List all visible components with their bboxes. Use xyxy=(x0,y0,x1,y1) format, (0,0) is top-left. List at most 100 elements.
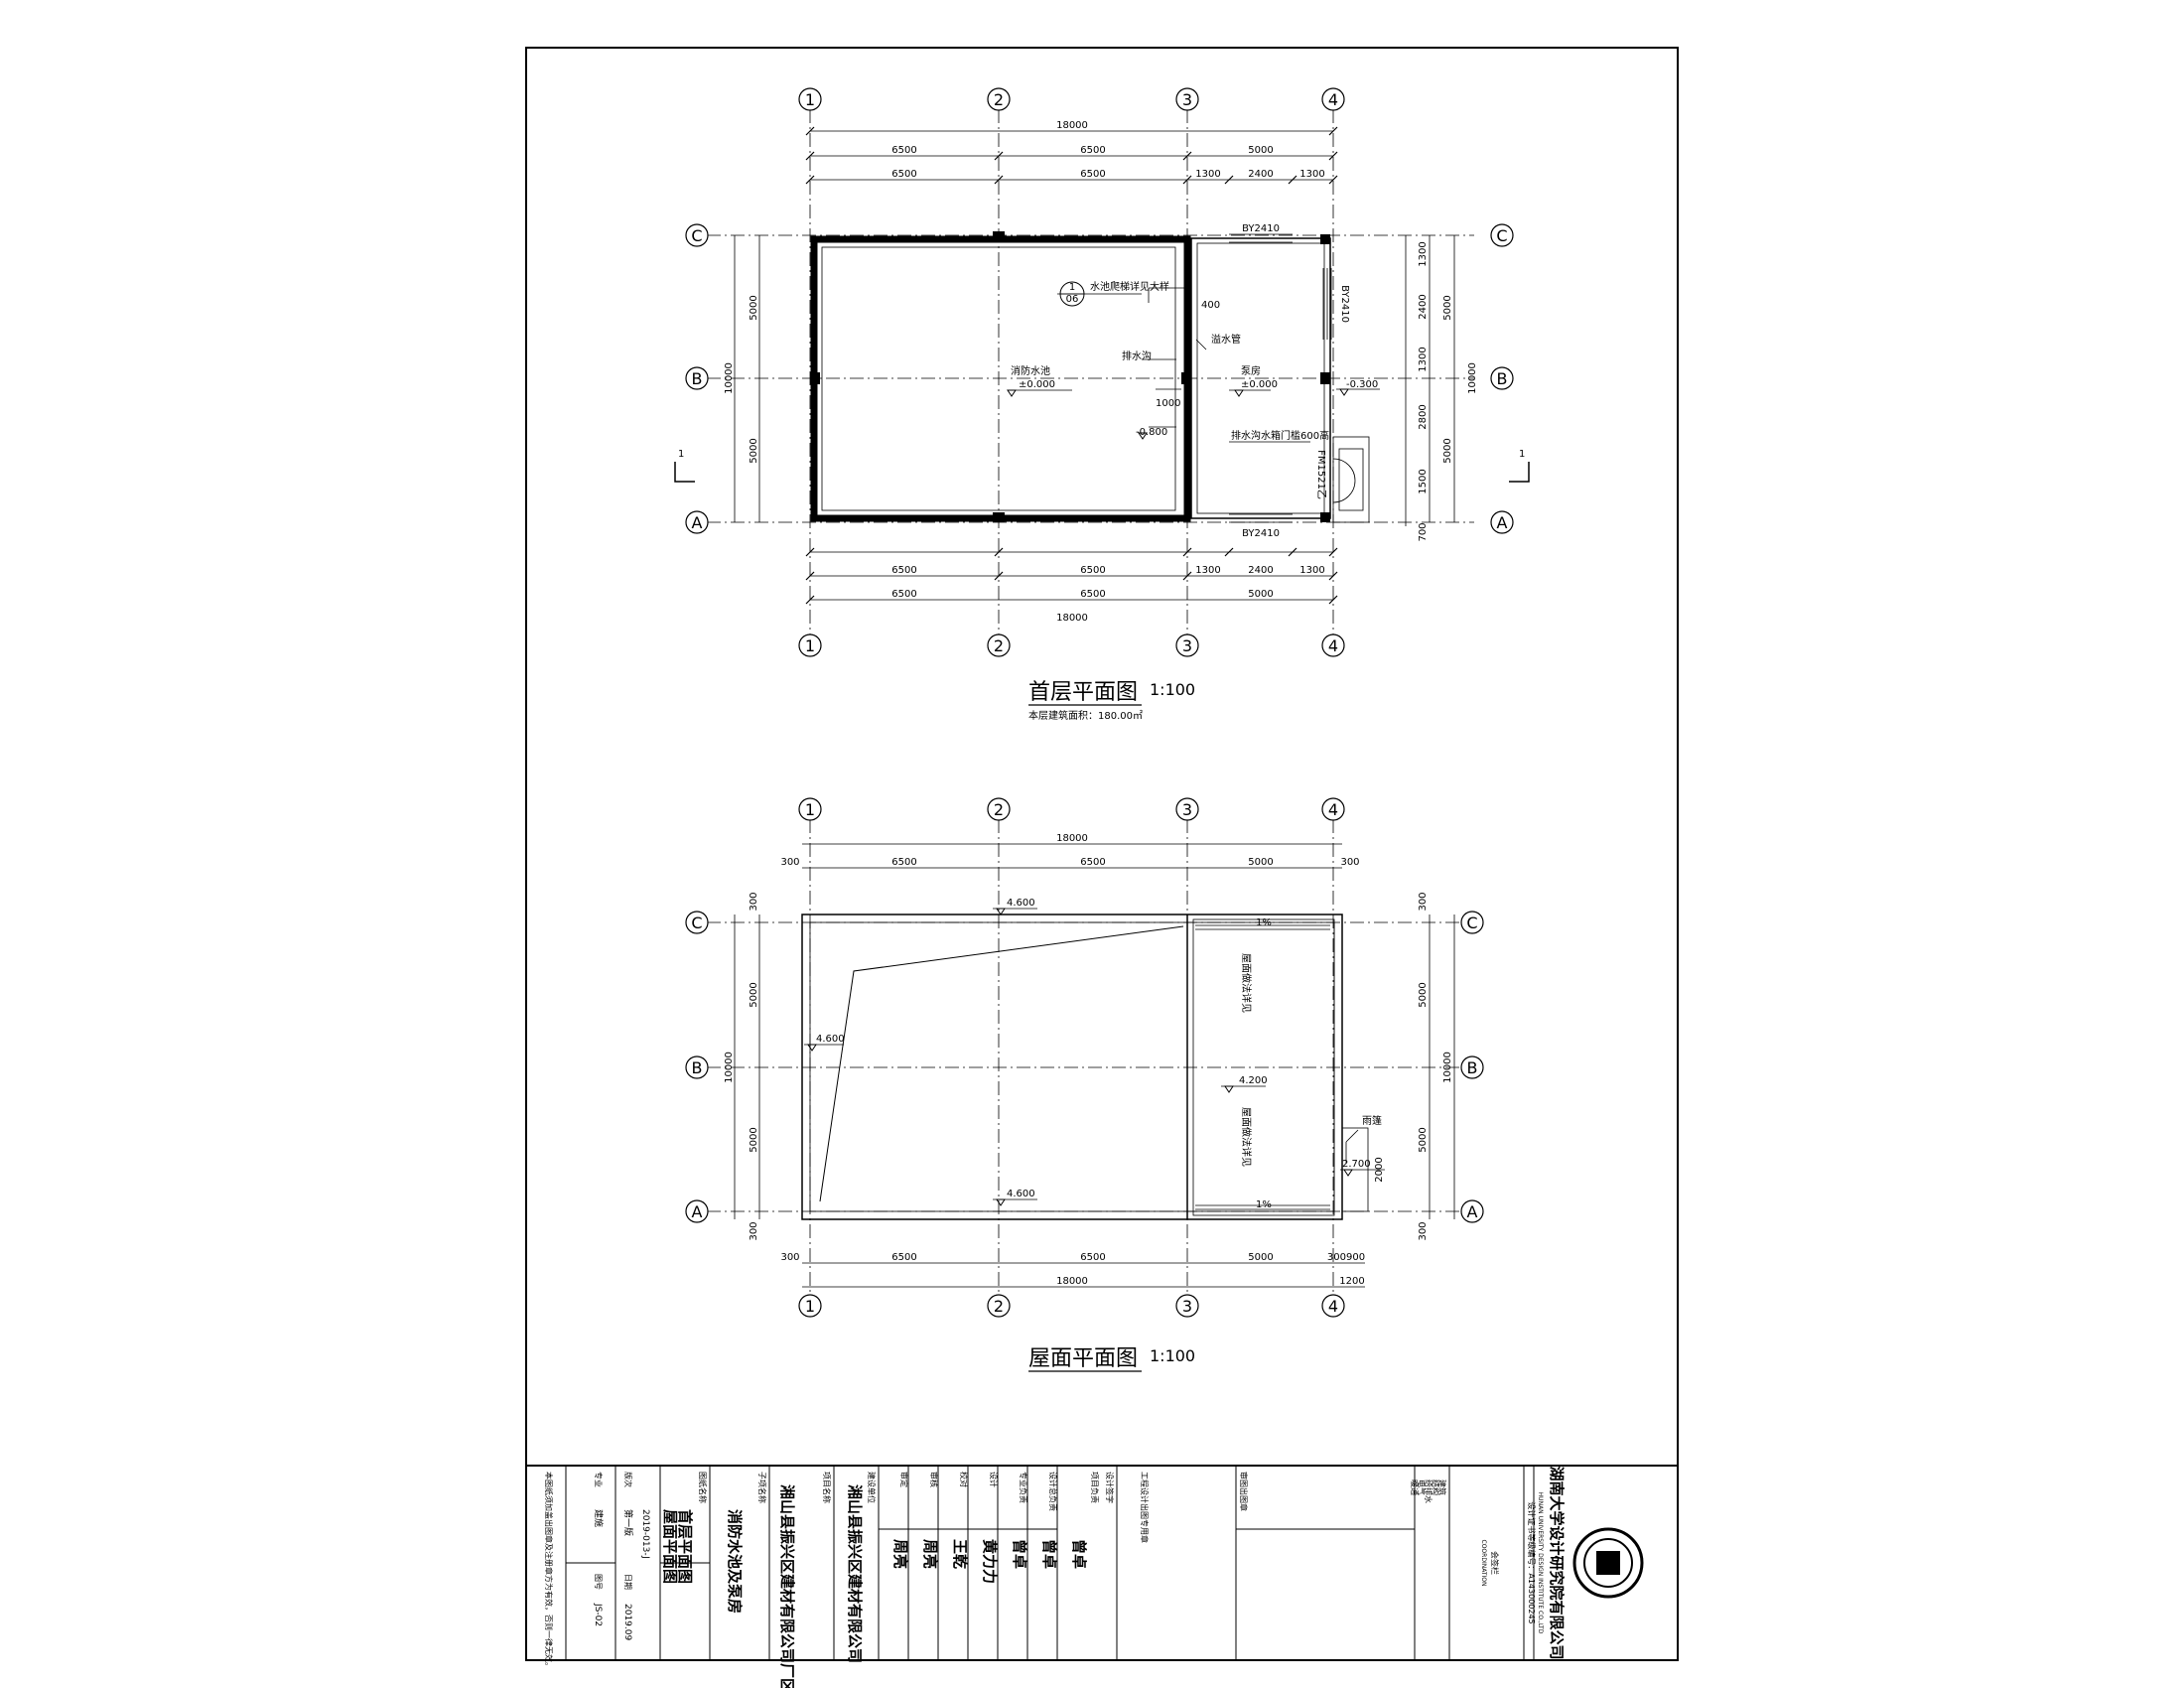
dim-top-span-2: 6500 xyxy=(1080,145,1105,156)
roof-dim-right-total: 10000 xyxy=(1442,1052,1453,1083)
outside-level: -0.300 xyxy=(1346,379,1378,390)
dim-right-detail-1: 1300 xyxy=(1418,241,1429,266)
dim-right-detail-3: 1300 xyxy=(1418,347,1429,371)
roof-plan-scale: 1:100 xyxy=(1150,1346,1195,1365)
roof-dim-top-1: 300 xyxy=(780,857,799,868)
dim-top-span-3: 5000 xyxy=(1248,145,1273,156)
section-mark-left: 1 xyxy=(678,449,684,460)
dim-top-detail-3: 1300 xyxy=(1195,169,1220,180)
tb-drawing-1: 首层平面图 xyxy=(676,1509,694,1584)
tb-subitem-label: 子项名称 xyxy=(757,1472,767,1503)
roof-dim-right-4: 300 xyxy=(1418,1221,1429,1240)
dim-right-detail-5: 1500 xyxy=(1418,469,1429,493)
window-label-top: BY2410 xyxy=(1242,223,1280,234)
tb-chief-label: 项目负责 xyxy=(1090,1472,1100,1503)
tb-design-no: 2019-013-J xyxy=(640,1509,650,1559)
tb-cosign-2: 结构 xyxy=(1431,1479,1440,1495)
roof-dim-bottom-1: 300 xyxy=(780,1252,799,1263)
roof-dim-top-total: 18000 xyxy=(1056,833,1088,844)
tb-date: 2019.09 xyxy=(622,1604,632,1640)
tb-chief-name: 曾卓 xyxy=(1070,1539,1088,1569)
roof-dim-right-3: 5000 xyxy=(1418,1127,1429,1152)
tb-cosign-1: 建筑 xyxy=(1437,1479,1447,1495)
roof-dim-right-2: 5000 xyxy=(1418,982,1429,1007)
dim-bottom-total: 18000 xyxy=(1056,613,1088,624)
roof-dim-right-1: 300 xyxy=(1418,892,1429,911)
ground-plan-title: 首层平面图 xyxy=(1028,680,1138,705)
roof-axis-col-2-bottom: 2 xyxy=(994,1297,1004,1316)
tb-design-no-label: 设计签字 xyxy=(1105,1472,1115,1503)
axis-label-col-2-bottom: 2 xyxy=(994,636,1004,655)
roof-dim-left-4: 300 xyxy=(749,1221,759,1240)
axis-label-col-2-top: 2 xyxy=(994,90,1004,109)
ramp-note: 排水沟水箱门槛600高 xyxy=(1231,429,1329,442)
tb-cosign-3: 给排水 xyxy=(1424,1479,1433,1503)
tb-designer-label: 设计 xyxy=(989,1472,999,1487)
roof-plan: 1 2 3 4 1 2 3 4 C B A C B A 18000 300 65… xyxy=(685,797,1484,1372)
axis-label-row-a-left: A xyxy=(692,513,703,532)
tb-project-label: 项目名称 xyxy=(822,1472,832,1503)
dim-bottom-detail-5: 1300 xyxy=(1299,565,1324,576)
roof-axis-col-2-top: 2 xyxy=(994,800,1004,819)
tb-discipline-label: 专业负责 xyxy=(1019,1472,1028,1503)
roof-axis-row-c-left: C xyxy=(691,914,702,932)
ground-floor-plan: 1 2 3 4 1 2 3 4 C B A C B A 18000 6500 6… xyxy=(674,87,1530,722)
roof-axis-col-3-top: 3 xyxy=(1182,800,1192,819)
tb-footer-note: 本图纸须加盖出图章及注册章方为有效，否则一律无效。 xyxy=(544,1472,554,1670)
tb-company: 湖南大学设计研究院有限公司 xyxy=(1548,1466,1566,1659)
roof-dim-left-3: 5000 xyxy=(749,1127,759,1152)
tb-cosign-5: 暖通 xyxy=(1410,1479,1420,1495)
axis-label-col-3-bottom: 3 xyxy=(1182,636,1192,655)
pump-level: ±0.000 xyxy=(1241,379,1278,390)
roof-axis-col-1-top: 1 xyxy=(805,800,815,819)
detail-ref-sheet: 06 xyxy=(1066,294,1079,305)
tb-review-stamp: 审图出图章 xyxy=(1239,1472,1249,1511)
axis-label-row-b-left: B xyxy=(692,369,703,388)
roof-axis-col-3-bottom: 3 xyxy=(1182,1297,1192,1316)
roof-plan-title: 屋面平面图 xyxy=(1028,1346,1138,1371)
roof-note-1: 屋面做法详见 xyxy=(1240,953,1253,1013)
dim-left-total: 10000 xyxy=(724,362,735,394)
roof-slope-top: 1% xyxy=(1256,917,1272,928)
tb-discipline-name: 曾卓 xyxy=(1011,1539,1028,1569)
axis-label-col-1-top: 1 xyxy=(805,90,815,109)
roof-dim-bottom-4: 5000 xyxy=(1248,1252,1273,1263)
dim-bottom-detail-1: 6500 xyxy=(891,565,916,576)
roof-dim-top-5: 300 xyxy=(1340,857,1359,868)
roof-dim-canopy: 2000 xyxy=(1374,1157,1385,1182)
title-block: 湖南大学设计研究院有限公司 HUNAN UNIVERSITY DESIGN IN… xyxy=(526,1465,1678,1688)
tb-design-seal: 工程设计出图专用章 xyxy=(1140,1472,1150,1543)
pool-label: 消防水池 xyxy=(1011,364,1050,377)
pool-level: ±0.000 xyxy=(1019,379,1055,390)
dim-top-detail-2: 6500 xyxy=(1080,169,1105,180)
window-label-right: BY2410 xyxy=(1339,285,1350,323)
roof-axis-col-1-bottom: 1 xyxy=(805,1297,815,1316)
axis-label-row-a-right: A xyxy=(1497,513,1508,532)
tb-category: 建施 xyxy=(593,1509,605,1527)
tb-seal-note: 会签栏 xyxy=(1490,1551,1500,1575)
roof-dim-top-2: 6500 xyxy=(891,857,916,868)
roof-axis-row-b-left: B xyxy=(692,1058,703,1077)
dim-top-total: 18000 xyxy=(1056,120,1088,131)
tb-seal-note-en: COORDINATION xyxy=(1480,1540,1487,1587)
dim-right-span-1: 5000 xyxy=(1442,295,1453,320)
pipe-note-2: 溢水管 xyxy=(1211,333,1241,346)
section-mark-right: 1 xyxy=(1519,449,1525,460)
dim-bottom-span-2: 6500 xyxy=(1080,589,1105,600)
ground-plan-area-note: 本层建筑面积：180.00㎡ xyxy=(1028,709,1143,722)
detail-note: 水池爬梯详见大样 xyxy=(1090,280,1169,293)
dim-top-span-1: 6500 xyxy=(891,145,916,156)
axis-label-row-c-right: C xyxy=(1496,226,1507,245)
axis-label-row-c-left: C xyxy=(691,226,702,245)
axis-label-col-1-bottom: 1 xyxy=(805,636,815,655)
tb-checker-name: 王乾 xyxy=(951,1539,969,1569)
roof-dim-left-1: 300 xyxy=(749,892,759,911)
roof-dim-bottom-3: 6500 xyxy=(1080,1252,1105,1263)
dim-bottom-detail-4: 2400 xyxy=(1248,565,1273,576)
roof-dim-top-3: 6500 xyxy=(1080,857,1105,868)
dim-bottom-span-1: 6500 xyxy=(891,589,916,600)
tb-subitem: 消防水池及泵房 xyxy=(726,1509,744,1614)
tb-reviewer-name: 周亮 xyxy=(921,1539,939,1569)
dim-bottom-detail-3: 1300 xyxy=(1195,565,1220,576)
dim-top-detail-4: 2400 xyxy=(1248,169,1273,180)
